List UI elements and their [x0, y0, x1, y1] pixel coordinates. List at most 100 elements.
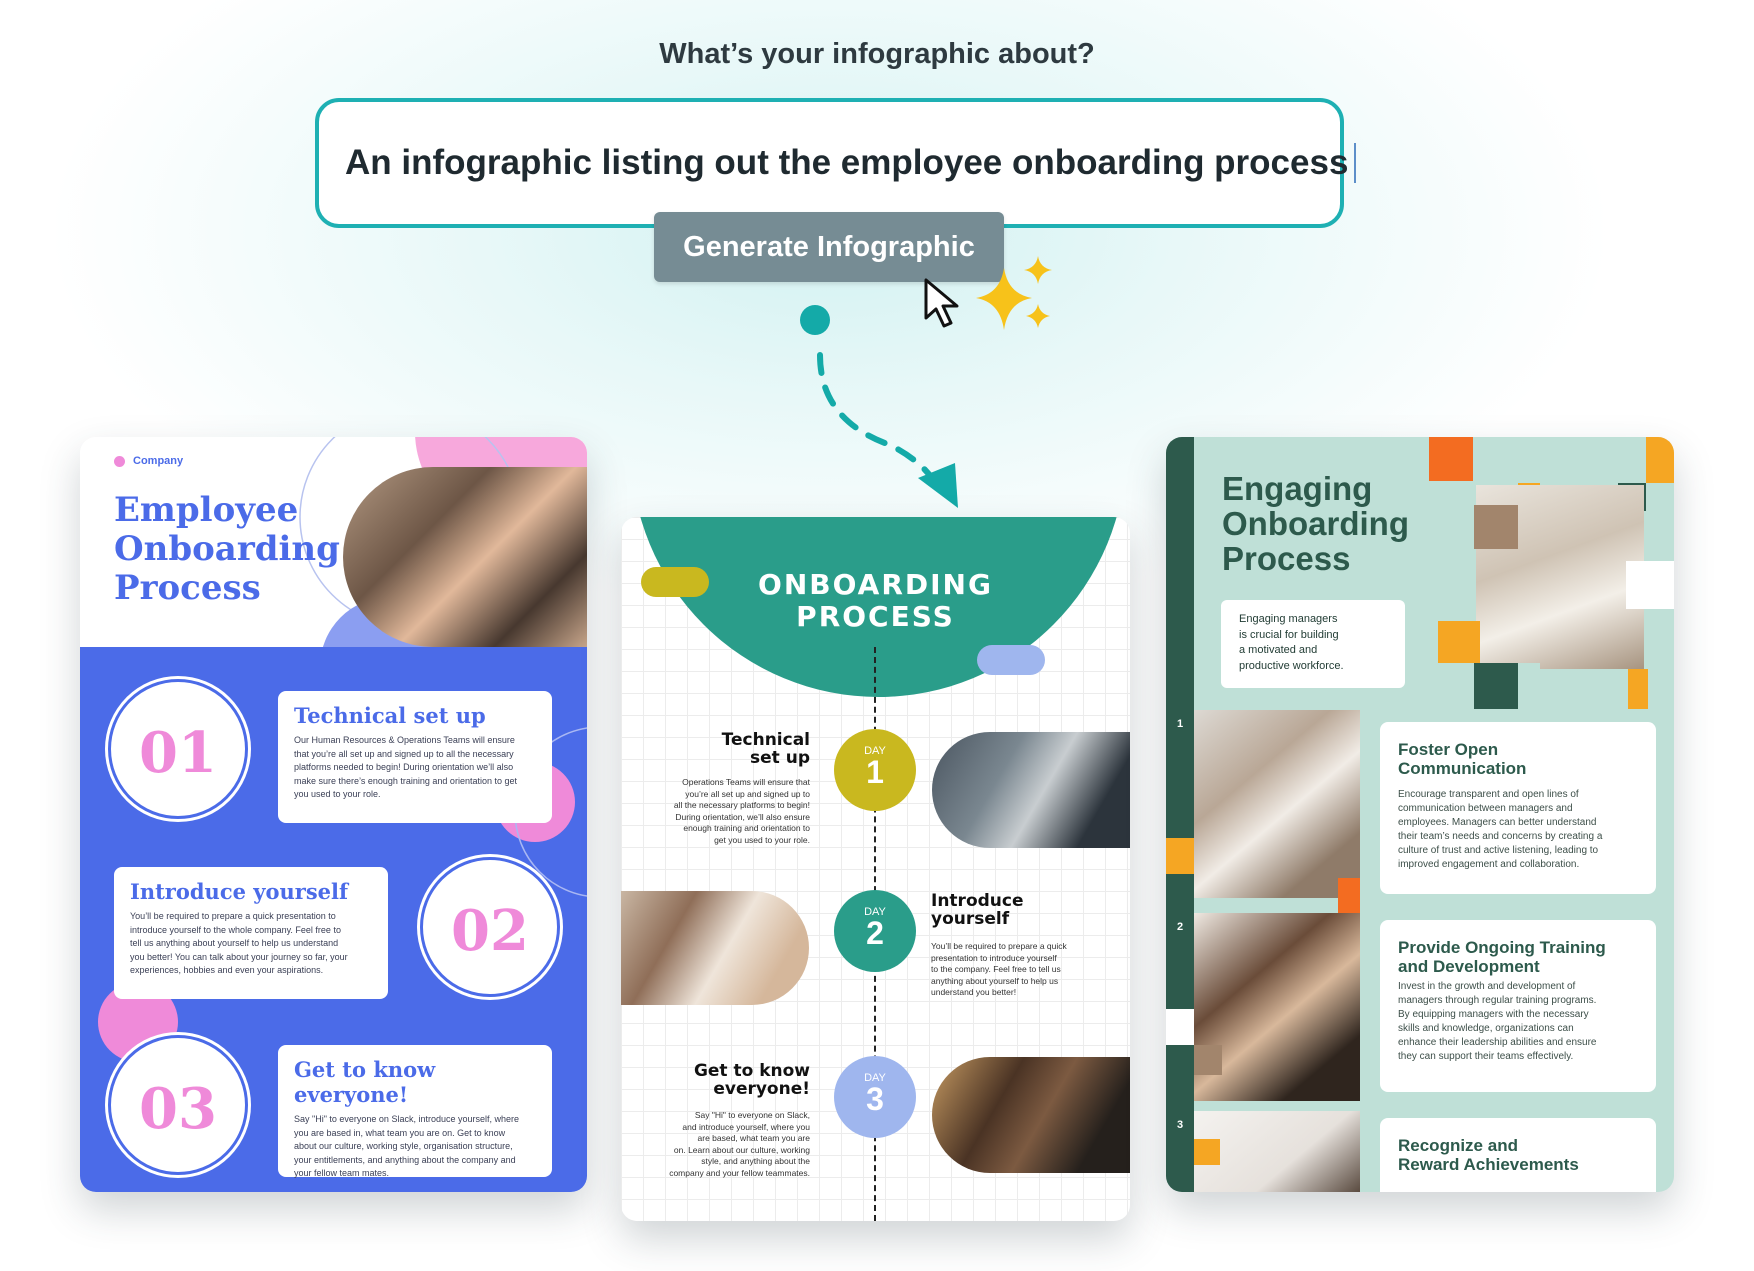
step-body: You’ll be required to prepare a quick pr… — [130, 910, 372, 978]
middle-title-line: ONBOARDING — [758, 568, 993, 601]
step-title: Get to know everyone! — [694, 1062, 810, 1098]
side-strip — [1166, 437, 1194, 1192]
right-title-line: Onboarding — [1222, 505, 1409, 542]
square-decoration — [1626, 561, 1674, 609]
square-decoration — [1474, 505, 1518, 549]
intro-line: productive workforce. — [1239, 659, 1344, 672]
intro-line: is crucial for building — [1239, 628, 1339, 641]
mouse-cursor-icon — [924, 278, 959, 328]
body-line: get you used to your role. — [714, 834, 810, 845]
body-line: tell us anything about yourself to help … — [130, 938, 339, 948]
body-line: presentation to introduce yourself — [931, 952, 1057, 963]
step-number-circle: 01 — [108, 679, 248, 819]
title-line: Recognize and — [1398, 1136, 1518, 1155]
sparkle-icon — [976, 256, 1052, 330]
body-line: Say "Hi" to everyone on Slack, introduce… — [294, 1114, 519, 1124]
body-line: employees. Managers can better understan… — [1398, 817, 1597, 828]
step-body: Encourage transparent and open lines of … — [1398, 788, 1638, 872]
company-label: Company — [133, 455, 184, 467]
title-line: Foster Open — [1398, 740, 1499, 759]
body-line: they can support their teams effectively… — [1398, 1051, 1574, 1062]
step-card: Technical set up Our Human Resources & O… — [278, 691, 552, 823]
body-line: Invest in the growth and development of — [1398, 981, 1576, 992]
day-circle: DAY 3 — [834, 1056, 916, 1138]
step-number-circle: 03 — [108, 1035, 248, 1175]
company-dot — [114, 455, 125, 467]
prompt-input-text[interactable]: An infographic listing out the employee … — [345, 102, 1357, 224]
template-card-onboarding-process[interactable]: ONBOARDING PROCESS Technical set up Oper… — [621, 517, 1130, 1221]
body-line: enough training and orientation to — [683, 823, 810, 833]
title-line: Provide Ongoing Training — [1398, 938, 1606, 957]
blob-decoration — [641, 567, 709, 597]
day-number: 2 — [866, 915, 884, 951]
right-title-line: Engaging — [1222, 470, 1373, 507]
body-line: you better! You can talk about your jour… — [130, 951, 348, 962]
step-body: Invest in the growth and development of … — [1398, 980, 1638, 1064]
step-body: Our Human Resources & Operations Teams w… — [294, 734, 536, 802]
step-title: Introduce yourself — [931, 892, 1024, 928]
day-label: DAY — [864, 745, 886, 757]
body-line: Encourage transparent and open lines of — [1398, 789, 1579, 800]
meeting-photo — [932, 732, 1130, 848]
step-card: Recognize and Reward Achievements — [1380, 1118, 1656, 1192]
body-line: you are based in, what team you are on. … — [294, 1127, 506, 1138]
step-card: Introduce yourself You’ll be required to… — [114, 867, 388, 999]
step-title: Provide Ongoing Training and Development — [1398, 938, 1638, 976]
title-line: set up — [750, 748, 810, 768]
day-label: DAY — [864, 906, 886, 918]
text-caret — [1354, 143, 1357, 183]
body-line: By equipping managers with the necessary — [1398, 1009, 1589, 1020]
prompt-input-value: An infographic listing out the employee … — [345, 143, 1349, 182]
step-number: 03 — [139, 1076, 217, 1142]
template-card-engaging-onboarding[interactable]: Engaging Onboarding Process Engaging man… — [1166, 437, 1674, 1192]
step-title: Recognize and Reward Achievements — [1398, 1136, 1638, 1174]
body-line: your entitlements, and anything about th… — [294, 1154, 516, 1165]
intro-line: Engaging managers — [1239, 613, 1338, 625]
body-line: anything about yourself to help us — [931, 975, 1059, 986]
title-line: yourself — [931, 909, 1010, 929]
body-line: You’ll be required to prepare a quick — [931, 941, 1067, 951]
generate-infographic-button[interactable]: Generate Infographic — [654, 212, 1004, 282]
title-line: Reward Achievements — [1398, 1155, 1579, 1174]
left-title-line: Process — [114, 568, 261, 608]
prompt-question: What’s your infographic about? — [659, 38, 1095, 70]
day-label: DAY — [864, 1072, 886, 1084]
step-card: Foster Open Communication Encourage tran… — [1380, 722, 1656, 894]
body-line: on. Learn about our culture, working — [673, 1144, 810, 1155]
body-line: Operations Teams will ensure that — [682, 777, 810, 787]
right-title: Engaging Onboarding Process — [1222, 471, 1409, 576]
collaboration-photo — [1194, 710, 1360, 898]
right-title-line: Process — [1222, 540, 1351, 577]
body-line: skills and knowledge, organizations can — [1398, 1023, 1574, 1034]
step-number-circle: 02 — [420, 857, 560, 997]
template-card-employee-onboarding[interactable]: Company Employee Onboarding Process 01 T… — [80, 437, 587, 1192]
step-title: Technical set up — [294, 703, 486, 728]
body-line: you used to your role. — [294, 789, 381, 799]
title-line: and Development — [1398, 957, 1540, 976]
step-number-badge: 2 — [1166, 913, 1194, 941]
body-line: improved engagement and collaboration. — [1398, 859, 1580, 870]
square-decoration — [1646, 437, 1674, 483]
step-body: You’ll be required to prepare a quick pr… — [931, 941, 1067, 999]
body-line: communication between managers and — [1398, 803, 1573, 814]
step-title: Introduce yourself — [130, 879, 349, 904]
body-line: introduce yourself to the whole company.… — [130, 924, 341, 935]
square-decoration — [1518, 663, 1540, 685]
body-line: Our Human Resources & Operations Teams w… — [294, 735, 515, 745]
body-line: understand you better! — [931, 987, 1017, 997]
body-line: and introduce yourself, where you — [682, 1121, 810, 1132]
square-decoration — [1474, 663, 1518, 709]
intro-box: Engaging managers is crucial for buildin… — [1221, 600, 1405, 688]
title-line: Communication — [1398, 759, 1527, 778]
prompt-input[interactable]: An infographic listing out the employee … — [315, 98, 1357, 228]
square-decoration — [1628, 669, 1648, 709]
body-line: your fellow team mates. — [294, 1168, 390, 1178]
step-card: Get to know everyone! Say "Hi" to everyo… — [278, 1045, 552, 1178]
middle-title: ONBOARDING PROCESS — [621, 569, 1130, 633]
step-body: Operations Teams will ensure that you’re… — [674, 777, 810, 846]
square-decoration — [1429, 437, 1473, 481]
title-line: everyone! — [713, 1079, 810, 1099]
body-line: to the company. Feel free to tell us — [931, 964, 1061, 974]
body-line: style, and anything about the — [701, 1156, 810, 1166]
square-decoration — [1194, 1045, 1222, 1075]
